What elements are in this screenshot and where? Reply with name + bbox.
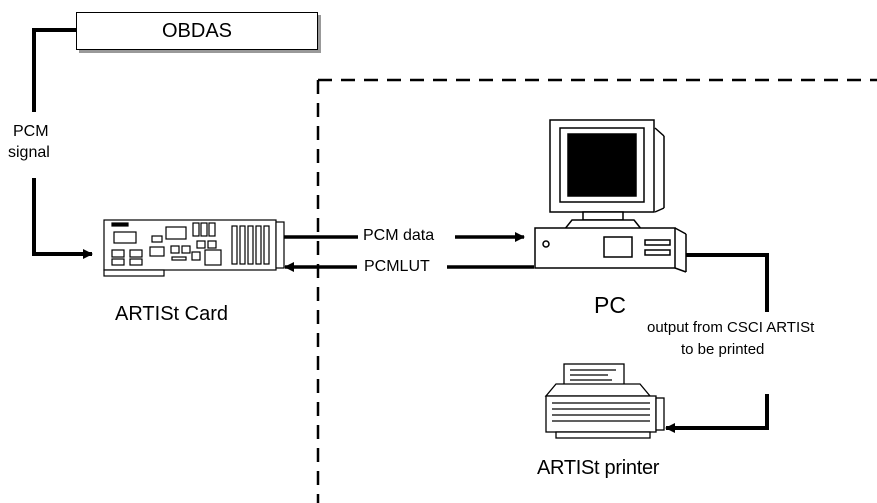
- printer-icon: [544, 363, 665, 439]
- obdas-box: OBDAS: [76, 12, 318, 50]
- pc-label: PC: [594, 292, 626, 318]
- pc-icon: [534, 119, 687, 273]
- pcm-signal-label-line2: signal: [8, 144, 50, 161]
- artist-card-icon: [103, 219, 285, 277]
- pcmlut-label: PCMLUT: [364, 258, 430, 275]
- pcm-signal-label-line1: PCM: [13, 123, 49, 140]
- output-label-line2: to be printed: [681, 341, 765, 358]
- output-arrow: [665, 253, 769, 433]
- system-boundary: [316, 78, 877, 503]
- pcm-data-label: PCM data: [363, 227, 435, 244]
- artist-printer-label: ARTISt printer: [537, 457, 660, 479]
- pcm-signal-connector: [32, 28, 93, 259]
- output-label-line1: output from CSCI ARTISt: [647, 319, 815, 336]
- obdas-label: OBDAS: [161, 19, 233, 42]
- artist-card-label: ARTISt Card: [115, 303, 228, 325]
